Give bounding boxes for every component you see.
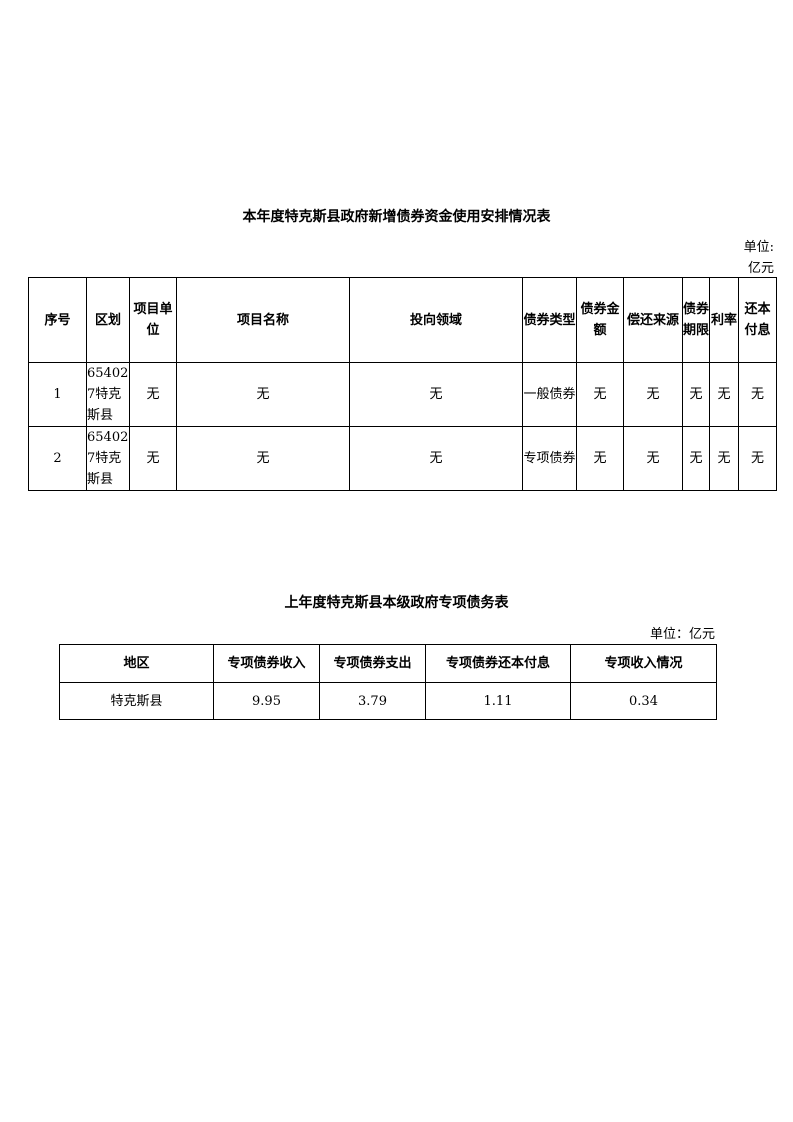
table-cell: 一般债券 (522, 362, 577, 427)
table-cell: 无 (349, 426, 523, 491)
header-cell: 投向领域 (349, 277, 523, 363)
table1-unit-label: 单位: (743, 240, 774, 255)
header-cell: 还本付息 (738, 277, 777, 363)
table-cell: 无 (709, 362, 739, 427)
header-cell: 债券期限 (682, 277, 710, 363)
header-cell: 项目单位 (129, 277, 177, 363)
header-cell: 专项收入情况 (570, 644, 717, 683)
table1-title: 本年度特克斯县政府新增债券资金使用安排情况表 (242, 209, 551, 225)
table-row: 2 654027特克斯县 无 无 无 专项债券 无 无 无 无 无 (28, 426, 777, 491)
table-cell: 3.79 (319, 682, 426, 720)
header-cell: 债券金额 (576, 277, 624, 363)
table-cell: 无 (709, 426, 739, 491)
table-cell: 无 (129, 362, 177, 427)
header-cell: 专项债券收入 (213, 644, 320, 683)
table-cell: 无 (682, 426, 710, 491)
table-cell: 1.11 (425, 682, 571, 720)
header-cell: 专项债券支出 (319, 644, 426, 683)
table-cell: 9.95 (213, 682, 320, 720)
bond-allocation-table: 序号 区划 项目单位 项目名称 投向领域 债券类型 债券金额 偿还来源 债券期限… (28, 277, 777, 491)
table-cell: 无 (738, 426, 777, 491)
table-cell: 无 (738, 362, 777, 427)
table-cell: 无 (682, 362, 710, 427)
table-row: 1 654027特克斯县 无 无 无 一般债券 无 无 无 无 无 (28, 362, 777, 427)
header-cell: 区划 (86, 277, 130, 363)
table-cell: 专项债券 (522, 426, 577, 491)
header-cell: 债券类型 (522, 277, 577, 363)
table-header-row: 地区 专项债券收入 专项债券支出 专项债券还本付息 专项收入情况 (59, 644, 717, 683)
table-cell: 1 (28, 362, 87, 427)
table-cell: 无 (623, 426, 683, 491)
table-cell: 无 (129, 426, 177, 491)
table-cell: 无 (576, 362, 624, 427)
table2-title: 上年度特克斯县本级政府专项债务表 (284, 595, 509, 611)
header-cell: 偿还来源 (623, 277, 683, 363)
table-cell: 无 (349, 362, 523, 427)
table-cell: 0.34 (570, 682, 717, 720)
header-cell: 利率 (709, 277, 739, 363)
table-cell: 无 (576, 426, 624, 491)
table-cell: 无 (176, 362, 350, 427)
special-debt-table: 地区 专项债券收入 专项债券支出 专项债券还本付息 专项收入情况 特克斯县 9.… (59, 644, 717, 720)
table2-unit: 单位：亿元 (649, 627, 715, 642)
header-cell: 地区 (59, 644, 214, 683)
table-cell: 特克斯县 (59, 682, 214, 720)
table1-unit-value: 亿元 (747, 261, 774, 276)
header-cell: 项目名称 (176, 277, 350, 363)
table-cell: 无 (176, 426, 350, 491)
table-row: 特克斯县 9.95 3.79 1.11 0.34 (59, 682, 717, 720)
table-cell: 无 (623, 362, 683, 427)
header-cell: 序号 (28, 277, 87, 363)
table-cell: 654027特克斯县 (86, 426, 130, 491)
table-cell: 654027特克斯县 (86, 362, 130, 427)
table-header-row: 序号 区划 项目单位 项目名称 投向领域 债券类型 债券金额 偿还来源 债券期限… (28, 277, 777, 363)
header-cell: 专项债券还本付息 (425, 644, 571, 683)
table-cell: 2 (28, 426, 87, 491)
